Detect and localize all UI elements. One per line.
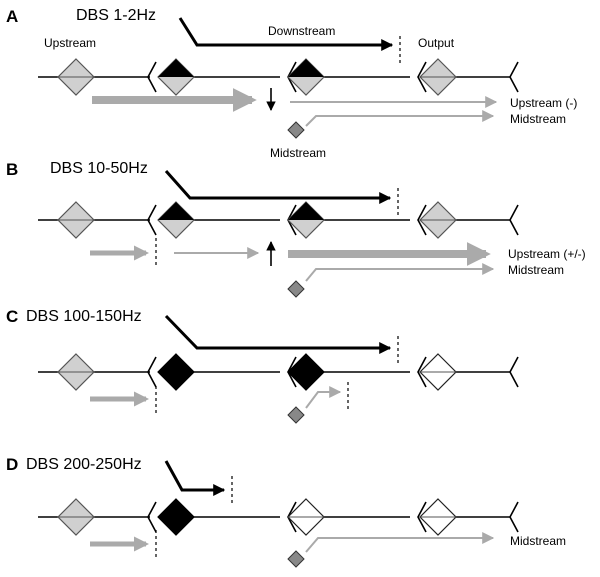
panel-title-c: DBS 100-150Hz — [26, 308, 142, 325]
synapse-terminal — [509, 356, 519, 388]
panel-b: B DBS 10-50Hz Upstream (+/-) Midstream — [6, 160, 586, 298]
stimulation-arrow — [164, 170, 392, 204]
synapse-terminal — [147, 204, 157, 236]
downstream-node — [287, 353, 325, 391]
synapse-terminal — [417, 356, 427, 388]
synapse-terminal — [509, 204, 519, 236]
panel-title-a: DBS 1-2Hz — [76, 7, 156, 24]
panel-title-b: DBS 10-50Hz — [50, 160, 148, 177]
midstream-node — [287, 406, 305, 424]
output-label: Output — [418, 36, 455, 50]
midstream-label: Midstream — [510, 112, 566, 126]
downstream-label: Downstream — [268, 24, 335, 38]
synapse-terminal — [147, 356, 157, 388]
synapse-terminal — [417, 61, 427, 93]
gray-flow-arrow — [305, 263, 495, 282]
midstream-node — [287, 550, 305, 568]
gray-flow-arrow — [305, 532, 495, 553]
panel-title-d: DBS 200-250Hz — [26, 456, 142, 473]
panel-a: A DBS 1-2Hz Upstream Downstream Output U… — [6, 7, 577, 160]
stimulated-node — [157, 353, 195, 391]
synapse-terminal — [147, 501, 157, 533]
midstream-label: Midstream — [270, 146, 326, 160]
midstream-node — [287, 121, 305, 139]
upstream-label: Upstream — [44, 36, 96, 50]
stimulation-arrow — [164, 314, 392, 354]
synapse-terminal — [509, 61, 519, 93]
synapse-terminal — [417, 501, 427, 533]
gray-flow-arrow — [305, 110, 495, 127]
stimulated-node — [157, 498, 195, 536]
midstream-label: Midstream — [508, 263, 564, 277]
gray-flow-arrow — [305, 386, 342, 409]
panel-letter-b: B — [6, 160, 18, 179]
synapse-terminal — [509, 501, 519, 533]
midstream-label: Midstream — [510, 534, 566, 548]
midstream-node — [287, 280, 305, 298]
panel-d: D DBS 200-250Hz Midstream — [6, 455, 566, 568]
synapse-terminal — [417, 204, 427, 236]
panel-letter-d: D — [6, 455, 18, 474]
panel-c: C DBS 100-150Hz — [6, 307, 519, 424]
panel-letter-c: C — [6, 307, 18, 326]
upstream-plusminus-label: Upstream (+/-) — [508, 247, 586, 261]
panel-letter-a: A — [6, 7, 18, 26]
stimulation-arrow — [178, 17, 394, 51]
upstream-minus-label: Upstream (-) — [510, 96, 577, 110]
synapse-terminal — [147, 61, 157, 93]
stimulation-arrow — [164, 460, 226, 496]
